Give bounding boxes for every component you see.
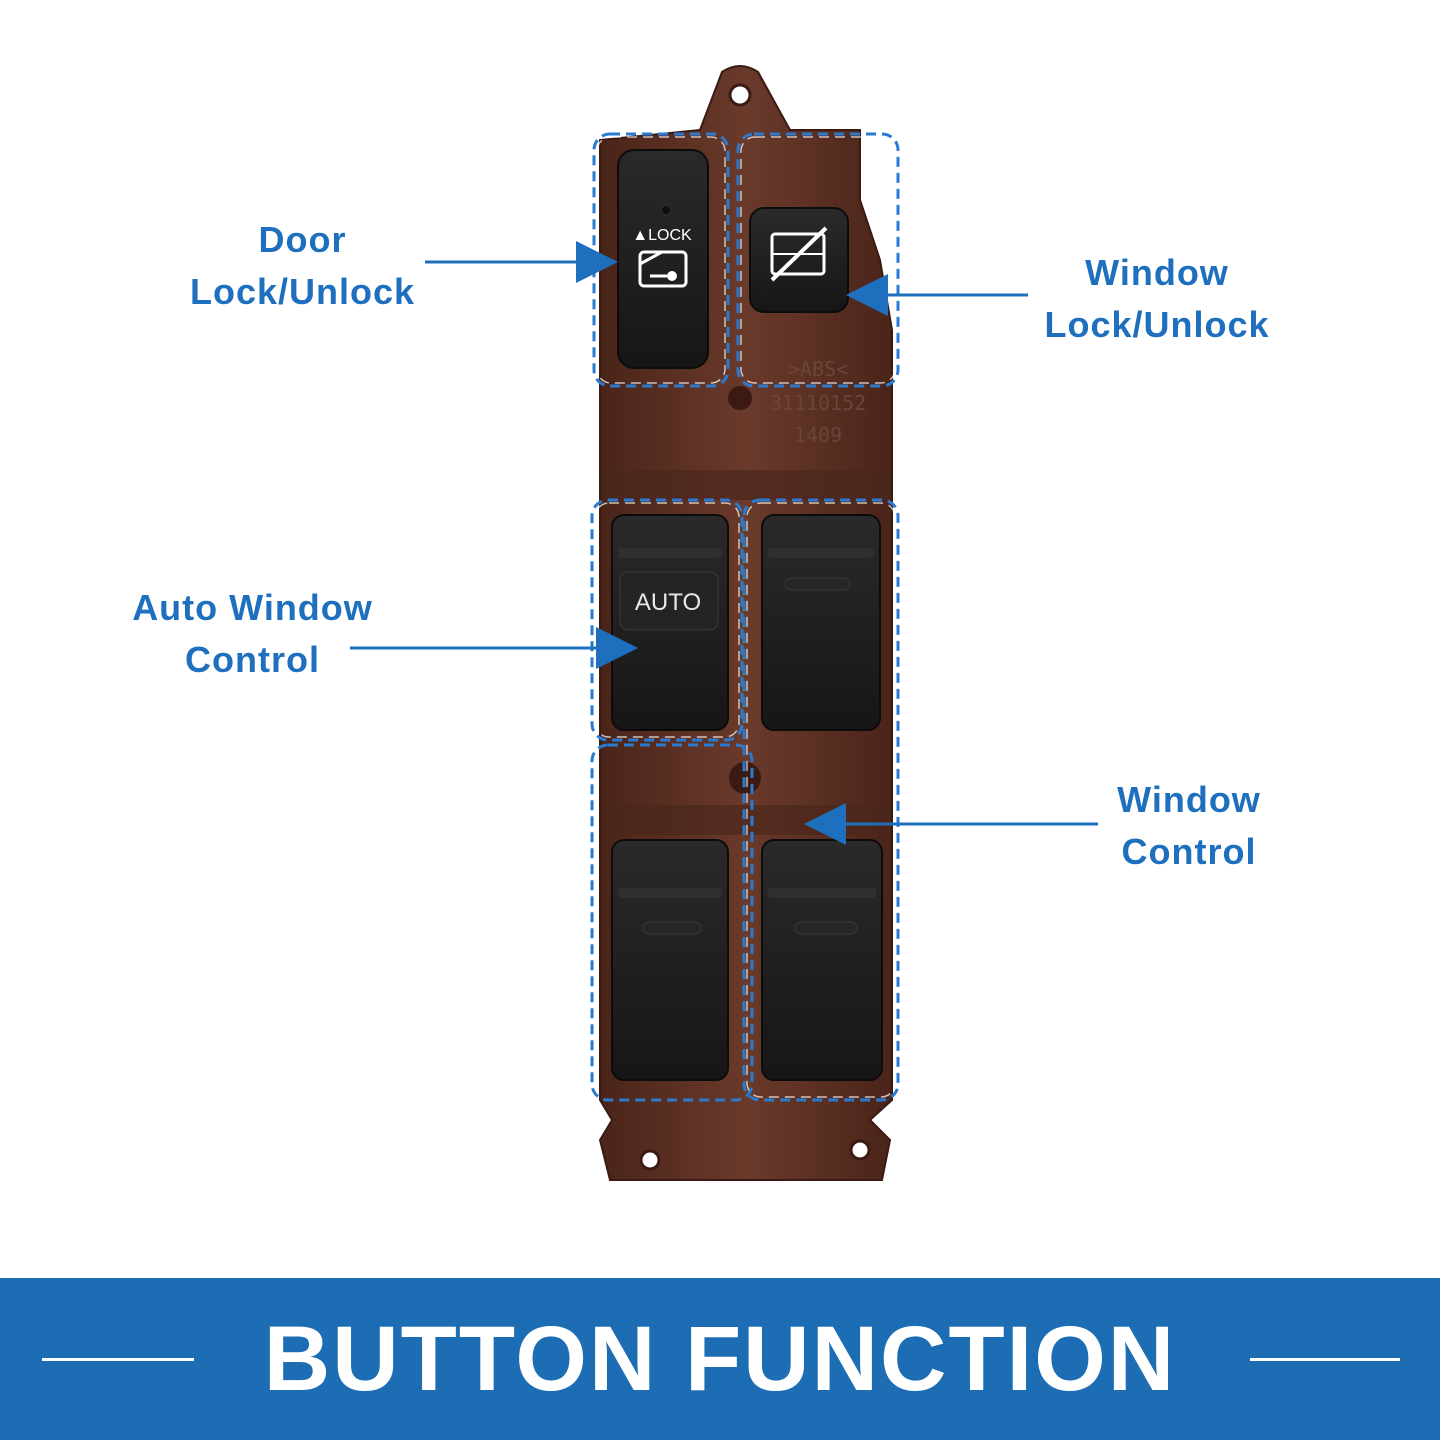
window-control-highlight-right xyxy=(742,498,900,1102)
window-switch-panel: >ABS< 31110152 1409 ▲LOCK xyxy=(350,65,1098,1181)
door-key-icon xyxy=(638,250,688,288)
window-switch-rear-right[interactable] xyxy=(761,839,883,1081)
auto-window-callout: Auto Window Control xyxy=(132,587,373,680)
window-lock-callout: Window Lock/Unlock xyxy=(1044,252,1270,345)
bottom-left-mount-hole xyxy=(639,1149,661,1171)
auto-label: AUTO xyxy=(635,589,701,616)
banner-rule-right xyxy=(1250,1358,1400,1361)
date-code: 1409 xyxy=(794,423,842,447)
door-lock-callout: Door Lock/Unlock xyxy=(189,219,416,312)
window-lock-crossed-icon xyxy=(770,226,828,282)
banner-rule-left xyxy=(42,1358,194,1361)
window-switch-rear-left[interactable] xyxy=(611,839,729,1081)
mid-screw-hole xyxy=(728,386,752,410)
product-illustration: >ABS< 31110152 1409 ▲LOCK xyxy=(132,65,1270,1181)
title-banner: BUTTON FUNCTION xyxy=(0,1278,1440,1440)
part-number: 31110152 xyxy=(770,391,866,415)
bottom-right-mount-hole xyxy=(849,1139,871,1161)
abs-mark: >ABS< xyxy=(788,357,848,381)
auto-window-highlight xyxy=(590,498,744,742)
window-switch-front-passenger[interactable] xyxy=(761,514,881,731)
door-lock-button[interactable]: ▲LOCK xyxy=(617,149,709,369)
window-control-highlight-left xyxy=(590,743,754,1102)
banner-title: BUTTON FUNCTION xyxy=(263,1308,1177,1410)
window-control-callout: Window Control xyxy=(1117,779,1261,872)
window-lock-highlight xyxy=(736,132,900,388)
top-mount-hole xyxy=(728,83,752,107)
window-lock-button[interactable] xyxy=(749,207,849,313)
auto-window-switch[interactable]: AUTO xyxy=(611,514,729,731)
lock-label: ▲LOCK xyxy=(632,227,692,244)
